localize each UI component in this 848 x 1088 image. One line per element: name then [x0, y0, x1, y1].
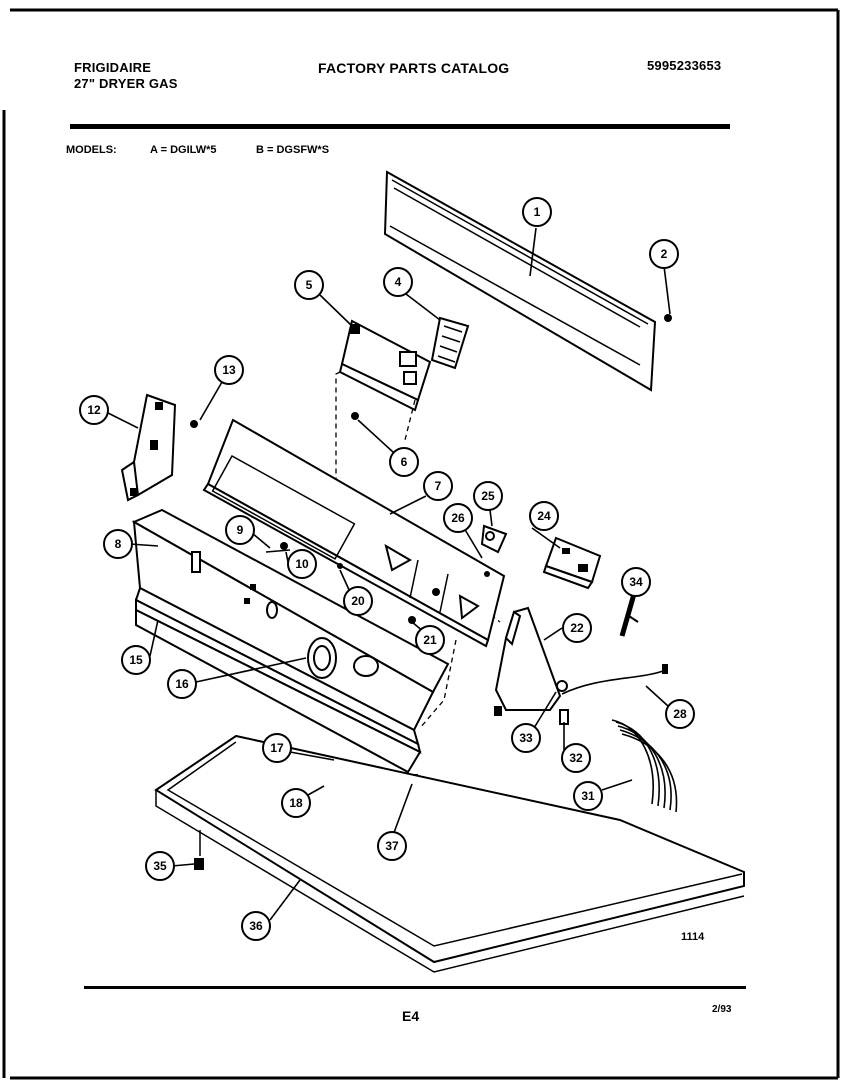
dash-line-a: [335, 371, 341, 480]
callout-21-label: 21: [423, 633, 437, 647]
callout-33: 33: [511, 723, 541, 753]
callout-6: 6: [389, 447, 419, 477]
callout-8: 8: [103, 529, 133, 559]
revision-date: 2/93: [712, 1004, 732, 1015]
callout-18: 18: [281, 788, 311, 818]
callout-31: 31: [573, 781, 603, 811]
callout-22: 22: [562, 613, 592, 643]
part-clip-20: [337, 563, 343, 569]
part-lamp-socket-10: [280, 542, 288, 550]
callout-35-label: 35: [153, 859, 167, 873]
part-nut-33: [556, 680, 568, 692]
callout-1-label: 1: [534, 205, 541, 219]
callout-34: 34: [621, 567, 651, 597]
model-a: A = DGILW*5: [150, 144, 217, 156]
part-top-cover: [154, 734, 745, 973]
callout-1: 1: [522, 197, 552, 227]
part-relay-24: [542, 536, 602, 590]
part-screw-35: [194, 858, 204, 870]
catalog-number: 5995233653: [647, 58, 722, 73]
callout-17-label: 17: [270, 741, 284, 755]
product-model-line: 27" DRYER GAS: [74, 76, 178, 91]
part-switch-25: [480, 524, 508, 554]
part-wire-set-31: [611, 719, 678, 813]
brand-name: FRIGIDAIRE: [74, 60, 152, 75]
callout-9: 9: [225, 515, 255, 545]
callout-2-label: 2: [661, 247, 668, 261]
callout-28-label: 28: [673, 707, 687, 721]
callout-6-label: 6: [401, 455, 408, 469]
footer-rule: [84, 986, 746, 989]
dash-line-b: [404, 399, 416, 441]
callout-32-label: 32: [569, 751, 583, 765]
part-clip-32: [559, 709, 569, 725]
callout-26-label: 26: [451, 511, 465, 525]
callout-33-label: 33: [519, 731, 533, 745]
callout-35: 35: [145, 851, 175, 881]
callout-21: 21: [415, 625, 445, 655]
callout-13: 13: [214, 355, 244, 385]
models-label: MODELS:: [66, 144, 117, 156]
callout-31-label: 31: [581, 789, 595, 803]
callout-18-label: 18: [289, 796, 303, 810]
callout-24: 24: [529, 501, 559, 531]
callout-26: 26: [443, 503, 473, 533]
part-control-panel: [202, 418, 506, 648]
callout-10-label: 10: [295, 557, 309, 571]
figure-number: 1114: [681, 931, 705, 943]
page-code: E4: [402, 1008, 420, 1024]
callout-25-label: 25: [481, 489, 495, 503]
callout-20: 20: [343, 586, 373, 616]
callout-36-label: 36: [249, 919, 263, 933]
callout-25: 25: [473, 481, 503, 511]
callout-22-label: 22: [570, 621, 584, 635]
part-knob: [307, 637, 337, 679]
part-console-trim: [134, 586, 422, 774]
callout-7-label: 7: [435, 479, 442, 493]
callout-10: 10: [287, 549, 317, 579]
part-wire-harness-28: [561, 664, 668, 695]
callout-12-label: 12: [87, 403, 101, 417]
part-screw-6: [351, 412, 359, 420]
callout-17: 17: [262, 733, 292, 763]
callout-4-label: 4: [395, 275, 402, 289]
part-terminal-block: [430, 316, 470, 370]
callout-5-label: 5: [306, 278, 313, 292]
callout-36: 36: [241, 911, 271, 941]
models-line: MODELS: A = DGILW*5 B = DGSFW*S: [66, 144, 329, 156]
catalog-title: FACTORY PARTS CATALOG: [318, 60, 510, 76]
callout-16: 16: [167, 669, 197, 699]
part-left-end-bracket: [120, 393, 177, 502]
callout-32: 32: [561, 743, 591, 773]
callout-16-label: 16: [175, 677, 189, 691]
callout-37-label: 37: [385, 839, 399, 853]
callout-15: 15: [121, 645, 151, 675]
model-b: B = DGSFW*S: [256, 144, 330, 156]
callout-20-label: 20: [351, 594, 365, 608]
callout-13-label: 13: [222, 363, 236, 377]
part-bolt-34: [619, 593, 639, 637]
part-lamp-9: [265, 549, 291, 553]
callout-28: 28: [665, 699, 695, 729]
part-clip-13: [190, 420, 198, 428]
dash-line-d: [419, 639, 457, 729]
callout-8-label: 8: [115, 537, 122, 551]
part-timer-module: [338, 319, 432, 412]
callout-4: 4: [383, 267, 413, 297]
header-rule: [70, 124, 730, 129]
callout-37: 37: [377, 831, 407, 861]
callout-15-label: 15: [129, 653, 143, 667]
callout-12: 12: [79, 395, 109, 425]
callout-34-label: 34: [629, 575, 643, 589]
callout-9-label: 9: [237, 523, 244, 537]
part-right-end-bracket: [494, 606, 562, 716]
part-back-panel: [383, 170, 672, 392]
callout-5: 5: [294, 270, 324, 300]
callout-7: 7: [423, 471, 453, 501]
callout-2: 2: [649, 239, 679, 269]
callout-24-label: 24: [537, 509, 551, 523]
